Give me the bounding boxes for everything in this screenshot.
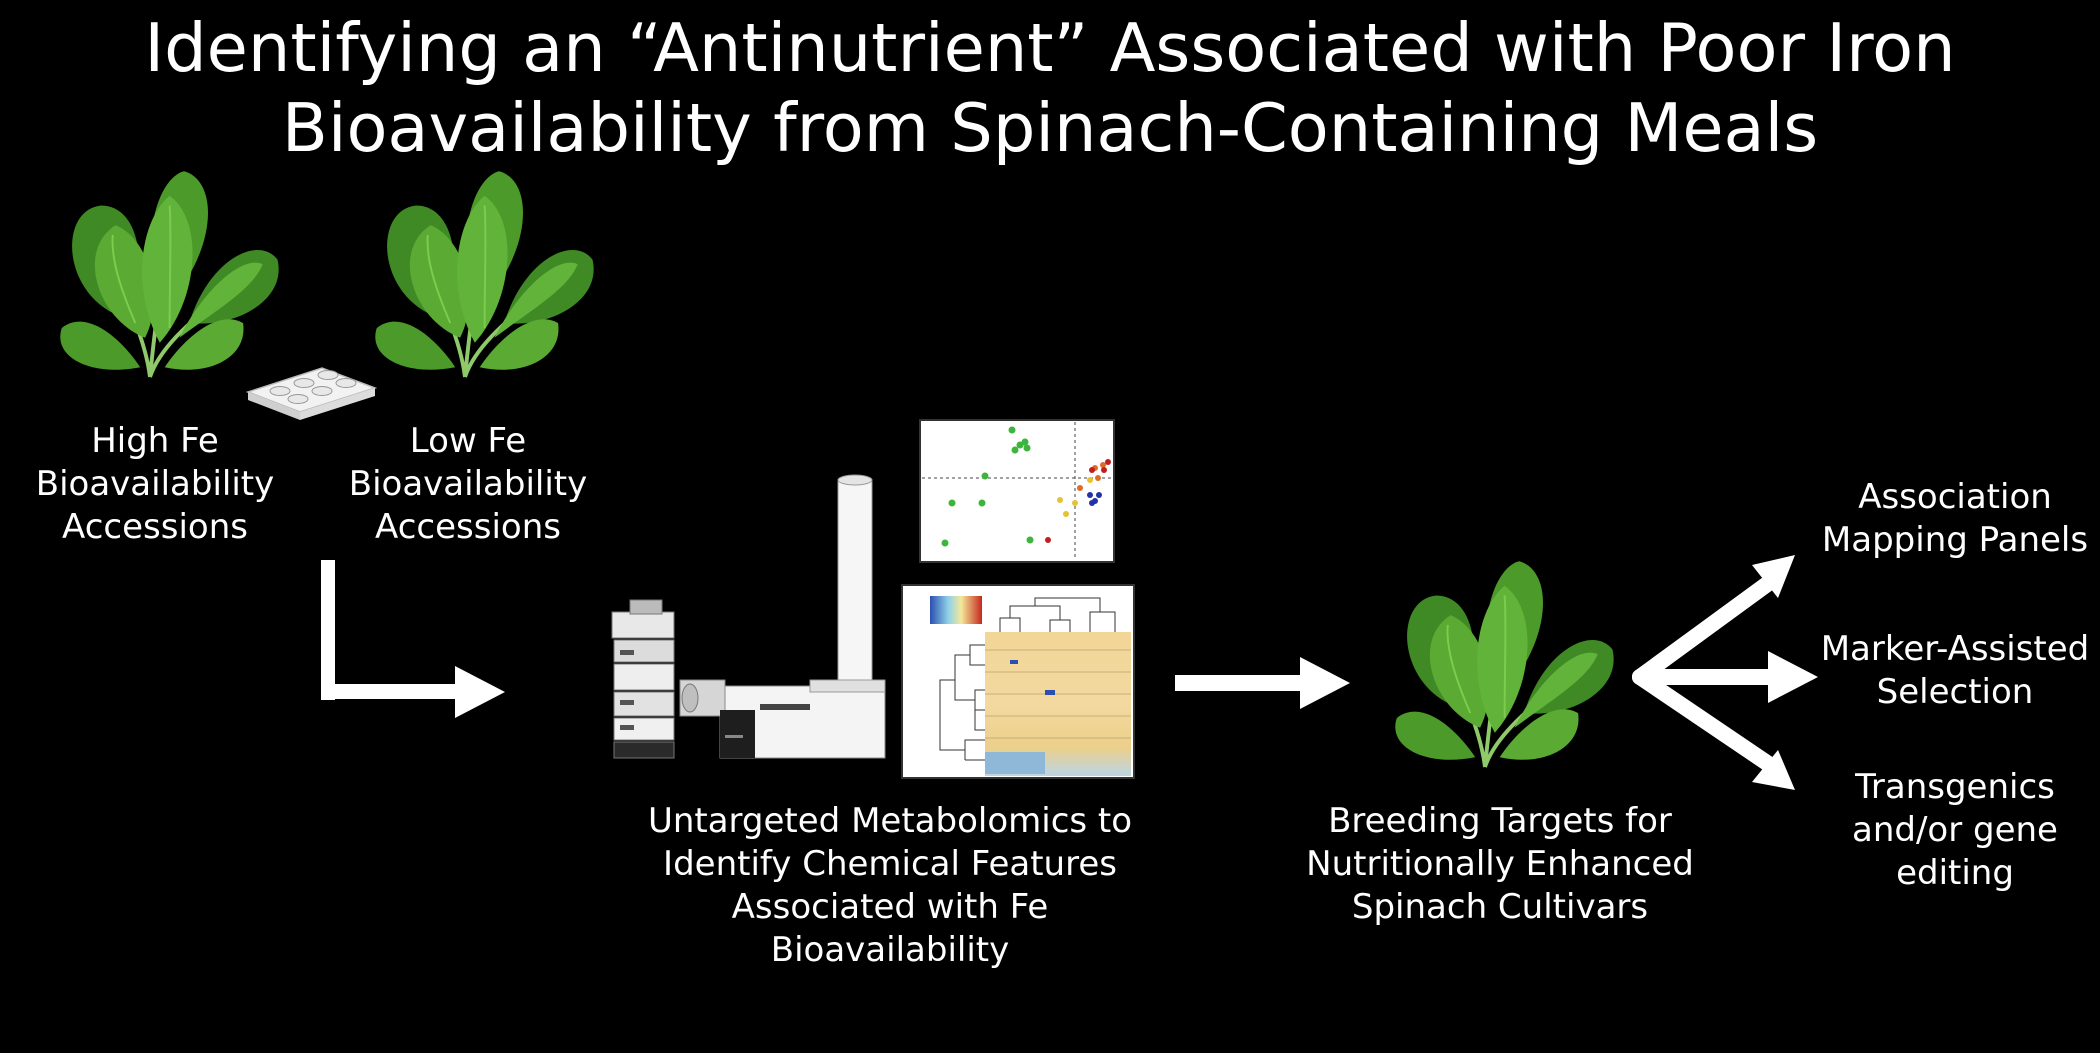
arrow-icon xyxy=(1175,657,1350,709)
well-plate-icon xyxy=(245,367,378,420)
spinach-plant-icon xyxy=(1393,559,1616,769)
low-fe-accessions-label: Low Fe Bioavailability Accessions xyxy=(348,420,588,549)
spinach-plant-icon xyxy=(373,169,596,379)
label-line: Mapping Panels xyxy=(1821,520,2089,560)
heatmap-dendrogram-icon xyxy=(901,584,1135,779)
spinach-plant-icon xyxy=(58,169,281,379)
metabolomics-caption: Untargeted Metabolomics to Identify Chem… xyxy=(610,800,1170,972)
label-line: Marker-Assisted xyxy=(1820,629,2090,669)
label-line: Bioavailability xyxy=(348,464,588,504)
label-line: Accessions xyxy=(62,507,248,547)
label-line: Accessions xyxy=(375,507,561,547)
label-line: Associated with Fe xyxy=(731,887,1049,927)
breeding-targets-caption: Breeding Targets for Nutritionally Enhan… xyxy=(1290,800,1710,929)
label-line: Association xyxy=(1858,477,2052,517)
arrow-icon xyxy=(1632,555,1818,790)
label-line: Low Fe xyxy=(409,421,527,461)
label-line: Transgenics xyxy=(1855,767,2055,807)
high-fe-accessions-label: High Fe Bioavailability Accessions xyxy=(35,420,275,549)
label-line: Spinach Cultivars xyxy=(1351,887,1649,927)
marker-assisted-selection-label: Marker-Assisted Selection xyxy=(1810,628,2100,714)
arrow-icon xyxy=(321,560,505,718)
title-line-2: Bioavailability from Spinach-Containing … xyxy=(281,89,1819,167)
label-line: Nutritionally Enhanced xyxy=(1306,844,1694,884)
label-line: editing xyxy=(1896,853,2014,893)
label-line: Untargeted Metabolomics to xyxy=(647,801,1133,841)
transgenics-gene-editing-label: Transgenics and/or gene editing xyxy=(1810,766,2100,895)
label-line: High Fe xyxy=(91,421,219,461)
lc-ms-instrument-icon xyxy=(611,474,886,759)
label-line: Bioavailability xyxy=(770,930,1010,970)
label-line: Breeding Targets for xyxy=(1328,801,1672,841)
pca-scatter-plot-icon xyxy=(919,419,1115,563)
label-line: Identify Chemical Features xyxy=(663,844,1117,884)
label-line: Selection xyxy=(1876,672,2034,712)
label-line: Bioavailability xyxy=(35,464,275,504)
label-line: and/or gene xyxy=(1852,810,2058,850)
slide-title: Identifying an “Antinutrient” Associated… xyxy=(0,8,2100,168)
association-mapping-label: Association Mapping Panels xyxy=(1810,476,2100,562)
title-line-1: Identifying an “Antinutrient” Associated… xyxy=(144,9,1956,87)
